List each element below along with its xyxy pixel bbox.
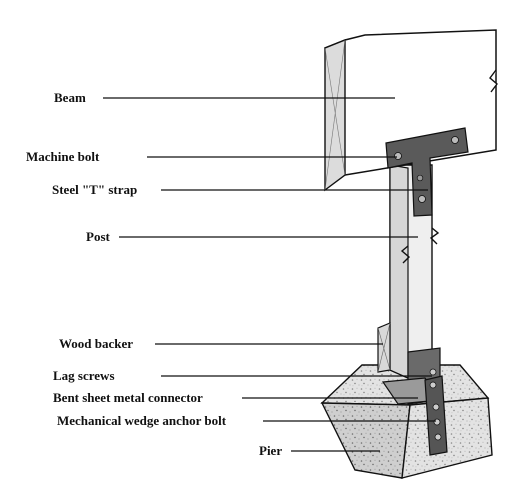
label-beam: Beam xyxy=(54,90,86,105)
label-bent-sheet-metal-connector: Bent sheet metal connector xyxy=(53,390,203,405)
label-lag-screws: Lag screws xyxy=(53,368,115,383)
label-wood-backer: Wood backer xyxy=(59,336,134,351)
label-post: Post xyxy=(86,229,110,244)
label-pier: Pier xyxy=(259,443,283,458)
leader-lines xyxy=(103,97,436,452)
pier xyxy=(320,364,493,479)
bent-sheet-metal-connector xyxy=(381,347,448,456)
steel-t-strap xyxy=(385,127,469,217)
label-mechanical-wedge-anchor-bolt: Mechanical wedge anchor bolt xyxy=(57,413,227,428)
label-machine-bolt: Machine bolt xyxy=(26,149,100,164)
wood-backer xyxy=(377,322,391,373)
label-steel-t-strap: Steel "T" strap xyxy=(52,182,138,197)
